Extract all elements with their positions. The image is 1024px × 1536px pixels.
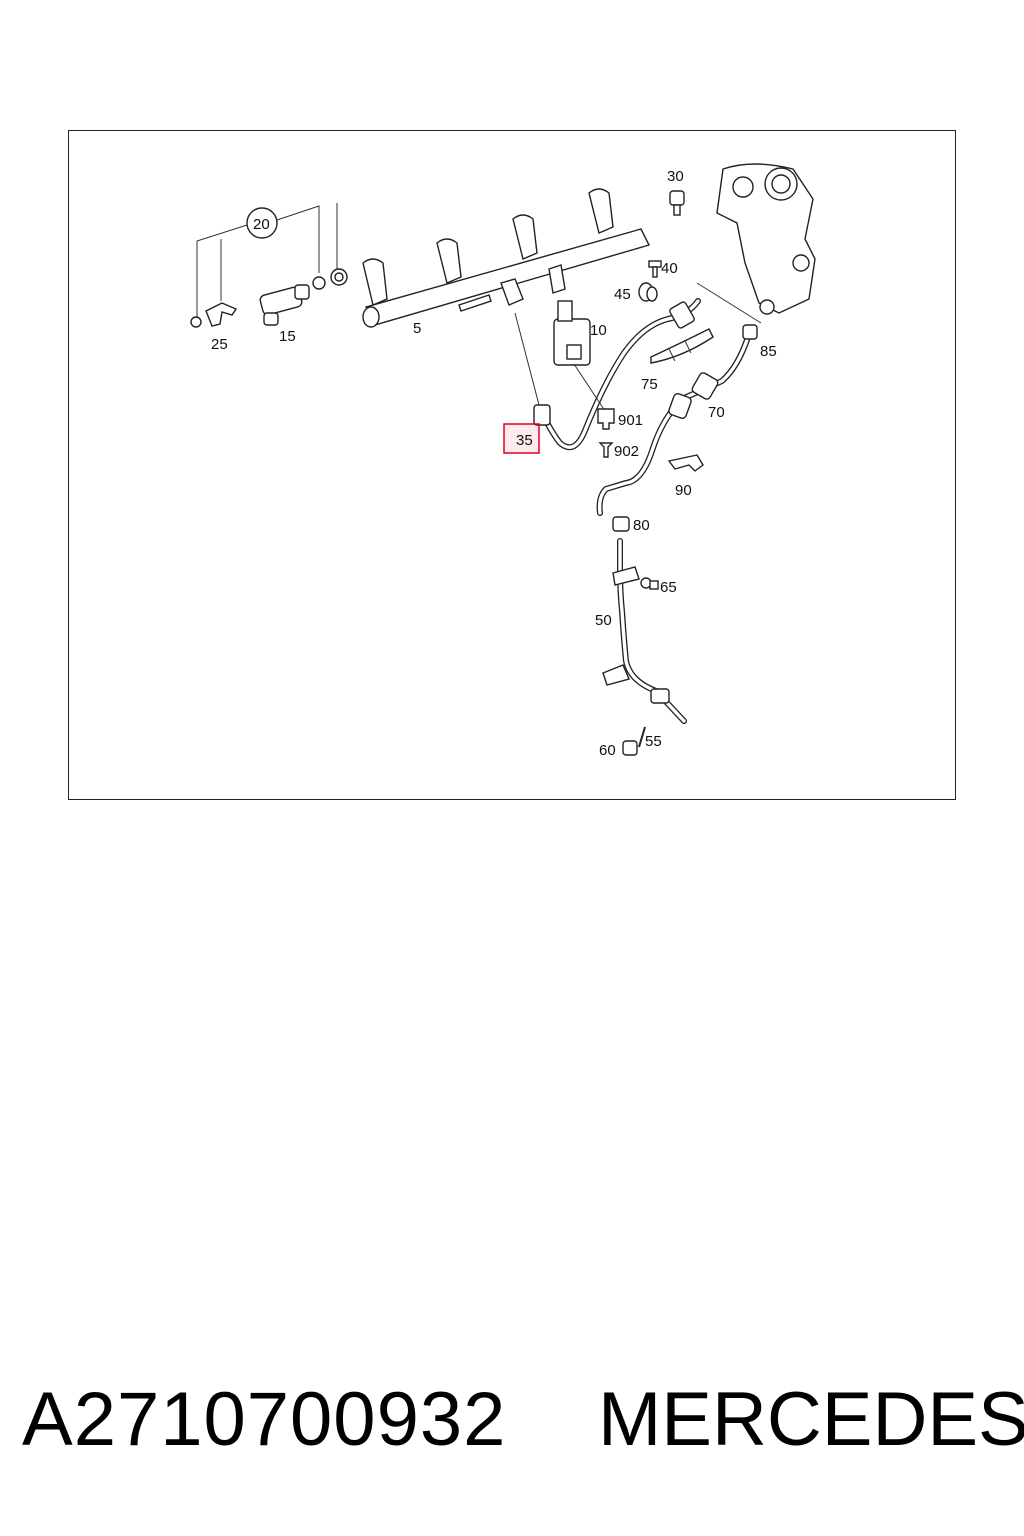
callout-5: 5 bbox=[413, 320, 421, 337]
callout-60: 60 bbox=[599, 742, 616, 759]
pressure-valve-part-10 bbox=[553, 300, 591, 366]
leader-lines bbox=[514, 282, 762, 412]
callout-15: 15 bbox=[279, 328, 296, 345]
parts-diagram: 20 25 15 5 30 40 45 10 85 75 70 901 902 … bbox=[190, 163, 816, 759]
callout-30: 30 bbox=[667, 168, 684, 185]
footer: A2710700932 MERCEDES bbox=[0, 1370, 1024, 1470]
callout-75: 75 bbox=[641, 376, 658, 393]
callout-40: 40 bbox=[661, 260, 678, 277]
callout-50: 50 bbox=[595, 612, 612, 629]
callout-45: 45 bbox=[614, 286, 631, 303]
callout-902: 902 bbox=[614, 443, 639, 460]
parts-diagram-frame: 20 25 15 5 30 40 45 10 85 75 70 901 902 … bbox=[68, 130, 956, 800]
callout-25: 25 bbox=[211, 336, 228, 353]
return-hose-part-70 bbox=[596, 324, 758, 516]
highlight-box-35 bbox=[503, 423, 540, 454]
injector-part-15 bbox=[259, 268, 348, 326]
callout-901: 901 bbox=[618, 412, 643, 429]
callout-85: 85 bbox=[760, 343, 777, 360]
fitting-part-45 bbox=[638, 282, 658, 302]
shield-part-75 bbox=[650, 328, 714, 364]
pump-assembly bbox=[716, 163, 816, 315]
callout-70: 70 bbox=[708, 404, 725, 421]
callout-65: 65 bbox=[660, 579, 677, 596]
line-part-50 bbox=[602, 538, 687, 724]
fuel-rail-part-5 bbox=[362, 188, 651, 328]
part-number: A2710700932 bbox=[22, 1377, 507, 1462]
callout-80: 80 bbox=[633, 517, 650, 534]
callout-labels: 20 25 15 5 30 40 45 10 85 75 70 901 902 … bbox=[211, 168, 777, 759]
callout-55: 55 bbox=[645, 733, 662, 750]
cap-part-80 bbox=[612, 516, 630, 532]
bolt-part-65 bbox=[640, 577, 659, 590]
part-901 bbox=[597, 408, 615, 430]
callout-10: 10 bbox=[590, 322, 607, 339]
callout-35[interactable]: 35 bbox=[516, 432, 533, 449]
clip-part-90 bbox=[667, 454, 704, 472]
callout-20: 20 bbox=[253, 216, 270, 233]
pipe-part-35 bbox=[533, 298, 701, 451]
cap-part-60 bbox=[622, 740, 638, 756]
bolt-part-30 bbox=[669, 190, 685, 216]
callout-90: 90 bbox=[675, 482, 692, 499]
screw-part-55 bbox=[638, 726, 646, 748]
brand-name: MERCEDES bbox=[598, 1377, 1024, 1462]
clip-part-25 bbox=[190, 302, 238, 328]
group-20-leader-lines bbox=[196, 203, 338, 319]
bolt-part-40 bbox=[648, 260, 662, 278]
part-902 bbox=[598, 442, 614, 458]
